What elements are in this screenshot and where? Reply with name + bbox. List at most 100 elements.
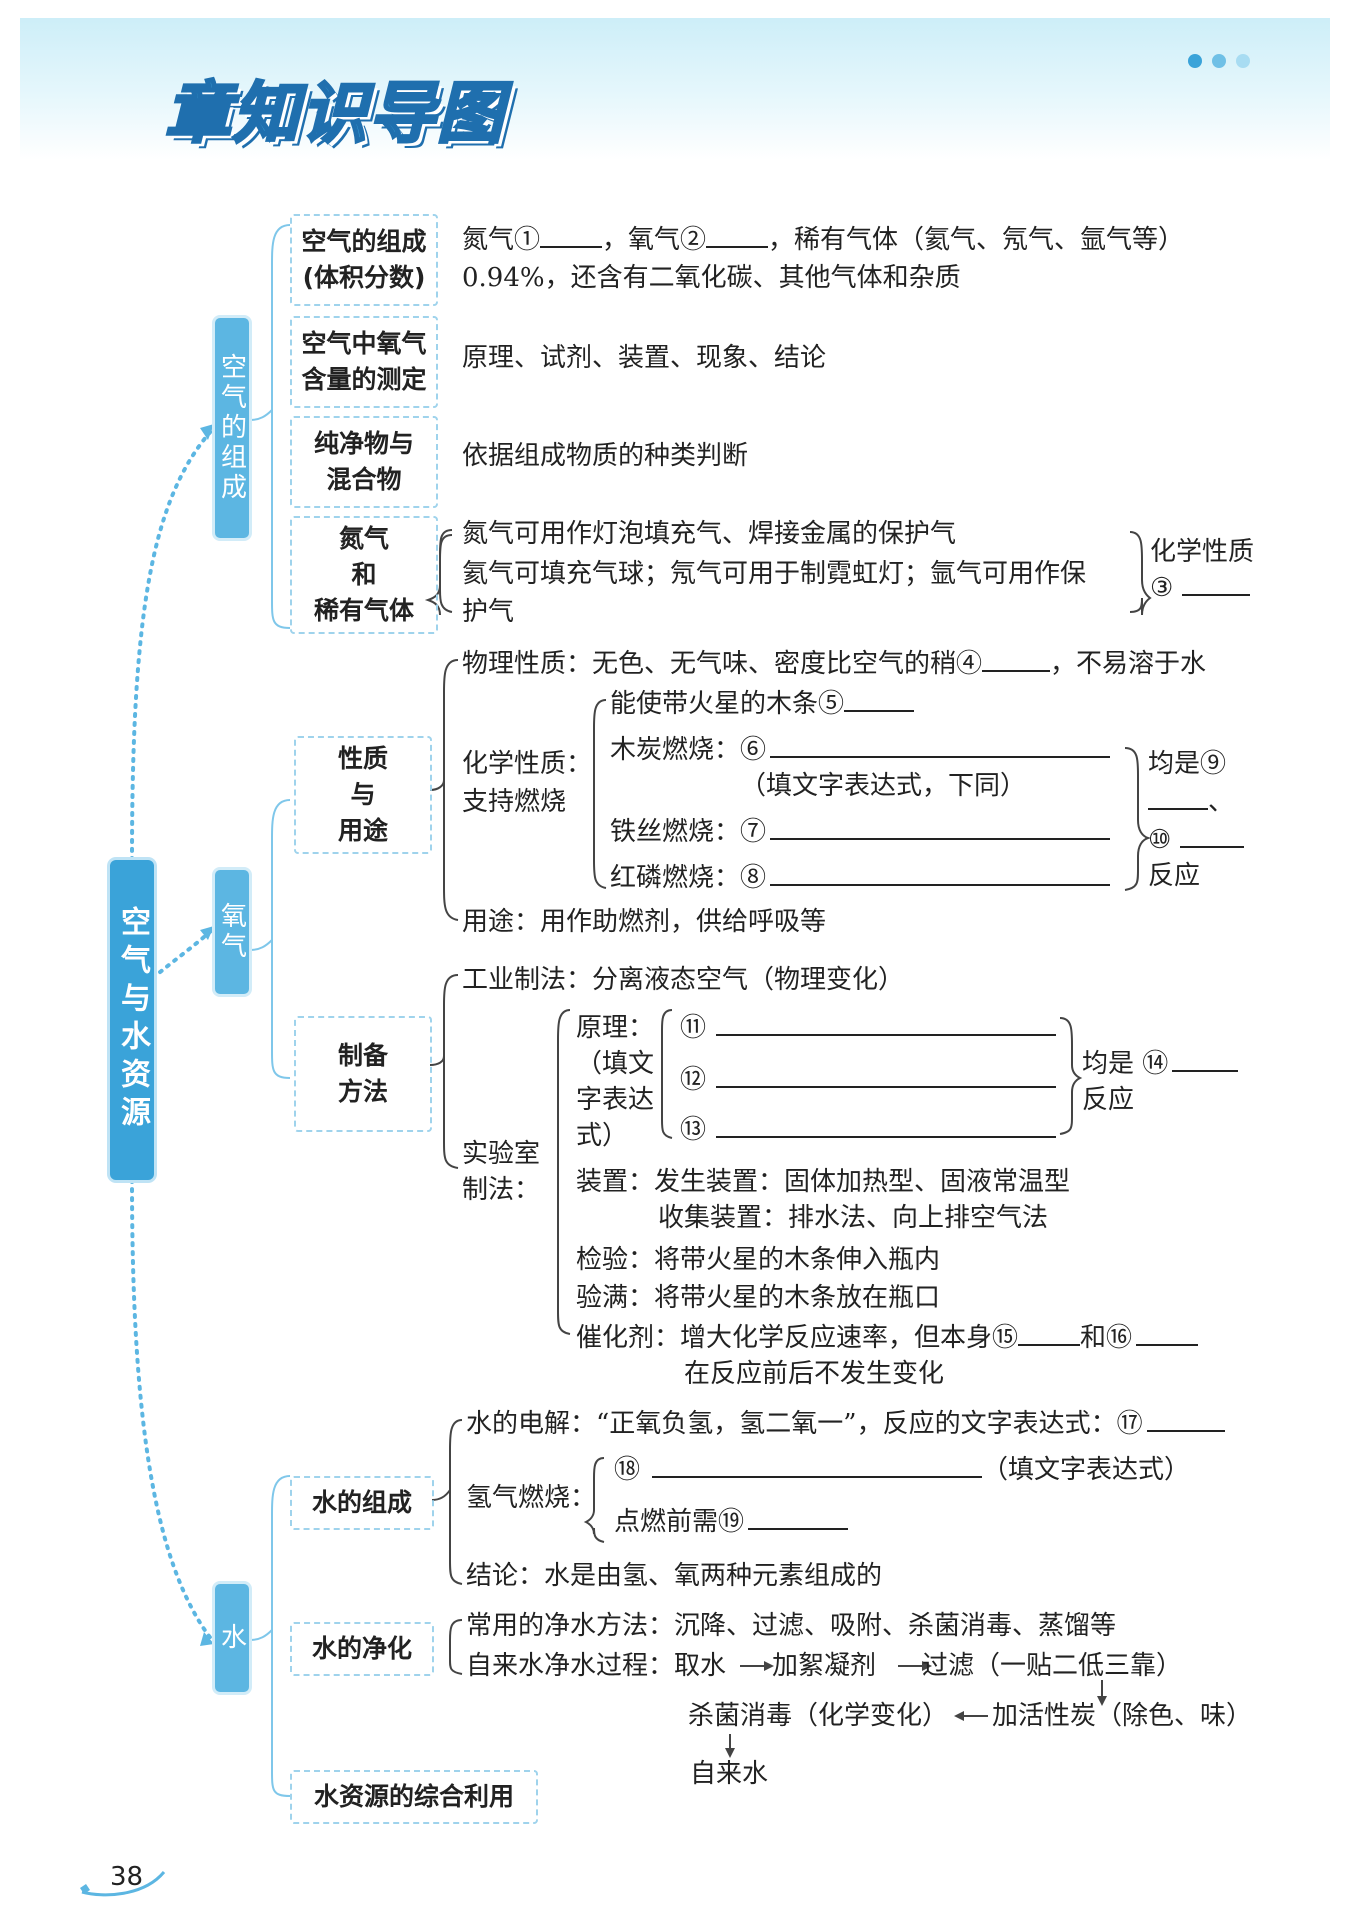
physical-tail: ，不易溶于水 <box>1050 649 1207 679</box>
chem-side-comma: 、 <box>1208 787 1235 817</box>
box-line: 含量的测定 <box>301 365 427 394</box>
physical-properties: 物理性质：无色、无气味、密度比空气的稍④ ，不易溶于水 <box>462 646 1206 682</box>
box-line: 与 <box>350 780 376 809</box>
full-check: 验满：将带火星的木条放在瓶口 <box>576 1283 941 1313</box>
box-line: 用途 <box>337 816 388 845</box>
box-line: 方法 <box>337 1077 388 1106</box>
blank-13[interactable] <box>716 1114 1057 1138</box>
box-air-composition: 空气的组成 (体积分数) <box>290 214 438 306</box>
nitrogen-side-2: ③ <box>1150 570 1250 606</box>
box-line: 和 <box>351 560 377 589</box>
process-tap-water: 自来水 <box>690 1759 769 1789</box>
nitrogen-side-1: 化学性质 <box>1150 537 1255 567</box>
oxygen-use: 用途：用作助燃剂，供给呼吸等 <box>462 907 827 937</box>
box-line: (体积分数) <box>302 263 426 292</box>
box-properties-uses: 性质 与 用途 <box>294 736 432 854</box>
blank-18[interactable] <box>652 1454 983 1478</box>
air-composition-line2: 0.94%，还含有二氧化碳、其他气体和杂质 <box>462 263 961 293</box>
prep-side-2: 反应 <box>1082 1085 1135 1115</box>
process-carbon: 加活性炭（除色、味） <box>992 1701 1253 1731</box>
principle-3: 字表达 <box>576 1085 655 1115</box>
box-line: 混合物 <box>326 465 402 494</box>
nitrogen-line1: 氮气可用作灯泡填充气、焊接金属的保护气 <box>462 519 957 549</box>
chem-label-2: 支持燃烧 <box>462 787 567 817</box>
nitrogen-line2: 氦气可填充气球；氖气可用于制霓虹灯；氩气可用作保 <box>462 559 1087 589</box>
blank-16[interactable] <box>1136 1322 1199 1346</box>
blank-12-label: ⑫ <box>680 1065 707 1095</box>
box-water-composition: 水的组成 <box>290 1476 434 1530</box>
header-dot-1 <box>1188 54 1202 68</box>
water-electrolysis: 水的电解：“正氧负氢，氢二氧一”，反应的文字表达式：⑰ <box>466 1406 1225 1442</box>
box-oxygen-measure: 空气中氧气 含量的测定 <box>290 316 438 408</box>
process-take-water: 自来水净水过程：取水 <box>466 1651 727 1681</box>
box-line: 空气中氧气 <box>301 329 427 358</box>
box-line: 性质 <box>337 744 388 773</box>
blank-2[interactable] <box>706 224 769 248</box>
chem-side-4: 反应 <box>1148 861 1201 891</box>
lab-label-2: 制法： <box>462 1175 541 1205</box>
box-pure-mixture: 纯净物与 混合物 <box>290 416 438 508</box>
device-line-2: 收集装置：排水法、向上排空气法 <box>658 1203 1049 1233</box>
blank-3-label: ③ <box>1150 573 1174 603</box>
catalyst-line-1: 催化剂：增大化学反应速率，但本身⑮ 和⑯ <box>576 1320 1199 1356</box>
blank-9[interactable] <box>1148 786 1208 810</box>
purify-process: 自来水净水过程：取水加絮凝剂过滤（一贴二低三靠） <box>466 1648 1182 1684</box>
oxygen-label: ，氧气② <box>602 225 707 255</box>
blank-14[interactable] <box>1172 1048 1239 1072</box>
page-swoosh-icon <box>80 1871 166 1897</box>
box-line: 稀有气体 <box>313 596 414 625</box>
iron-combustion: 铁丝燃烧：⑦ <box>610 814 1111 850</box>
blank-8[interactable] <box>770 862 1111 886</box>
blank-1[interactable] <box>540 224 603 248</box>
blank-7[interactable] <box>770 816 1111 840</box>
principle-2: （填文 <box>576 1049 655 1079</box>
electrolysis-label: 水的电解：“正氧负氢，氢二氧一”，反应的文字表达式：⑰ <box>466 1409 1143 1439</box>
box-line: 氮气 <box>338 524 389 553</box>
blank-19[interactable] <box>748 1506 849 1530</box>
reaction-5: 能使带火星的木条⑤ <box>610 686 915 722</box>
blank-4[interactable] <box>982 648 1051 672</box>
charcoal-combustion: 木炭燃烧：⑥ <box>610 732 1111 768</box>
ignite-note: 点燃前需⑲ <box>614 1504 849 1540</box>
oxygen-measure-text: 原理、试剂、装置、现象、结论 <box>462 343 827 373</box>
process-disinfect: 杀菌消毒（化学变化） <box>688 1701 949 1731</box>
chem-side-1: 均是⑨ <box>1148 749 1227 779</box>
phosphorus-label: 红磷燃烧：⑧ <box>610 863 767 893</box>
box-line: 空气的组成 <box>301 227 427 256</box>
hydrogen-label: 氢气燃烧： <box>466 1483 597 1513</box>
nitrogen-label: 氮气① <box>462 225 541 255</box>
box-nitrogen-rare-gas: 氮气 和 稀有气体 <box>290 516 438 634</box>
blank-14-label: 均是 ⑭ <box>1082 1049 1169 1079</box>
pure-mixture-text: 依据组成物质的种类判断 <box>462 441 749 471</box>
charcoal-note: （填文字表达式，下同） <box>740 771 1027 801</box>
box-water-resources: 水资源的综合利用 <box>290 1770 538 1824</box>
blank-11-label: ⑪ <box>680 1013 707 1043</box>
catalyst-line-2: 在反应前后不发生变化 <box>684 1359 945 1389</box>
blank-3[interactable] <box>1181 572 1250 596</box>
chem-label-1: 化学性质： <box>462 749 593 779</box>
blank-11[interactable] <box>716 1012 1057 1036</box>
box-preparation: 制备 方法 <box>294 1016 432 1132</box>
physical-label: 物理性质：无色、无气味、密度比空气的稍④ <box>462 649 983 679</box>
blank-15[interactable] <box>1018 1322 1081 1346</box>
catalyst-label: 催化剂：增大化学反应速率，但本身⑮ <box>576 1323 1019 1353</box>
blank-12[interactable] <box>716 1064 1057 1088</box>
principle-1: 原理： <box>576 1013 655 1043</box>
box-water-purification: 水的净化 <box>290 1622 434 1676</box>
reaction-12: ⑫ <box>680 1062 1057 1098</box>
blank-10[interactable] <box>1179 824 1244 848</box>
water-conclusion: 结论：水是由氢、氧两种元素组成的 <box>466 1561 883 1591</box>
blank-6[interactable] <box>770 734 1111 758</box>
iron-label: 铁丝燃烧：⑦ <box>610 817 767 847</box>
prep-side-1: 均是 ⑭ <box>1082 1046 1239 1082</box>
process-flocculant: 加絮凝剂 <box>772 1651 877 1681</box>
chem-side-2: 、 <box>1148 784 1234 820</box>
catalyst-and: 和⑯ <box>1080 1323 1133 1353</box>
blank-17[interactable] <box>1146 1408 1225 1432</box>
phosphorus-combustion: 红磷燃烧：⑧ <box>610 860 1111 896</box>
blank-5[interactable] <box>844 688 915 712</box>
node-air-composition: 空气的组成 <box>215 318 249 538</box>
root-node-air-and-water: 空气与水资源 <box>110 860 154 1180</box>
header-banner <box>20 18 1330 160</box>
charcoal-label: 木炭燃烧：⑥ <box>610 735 767 765</box>
